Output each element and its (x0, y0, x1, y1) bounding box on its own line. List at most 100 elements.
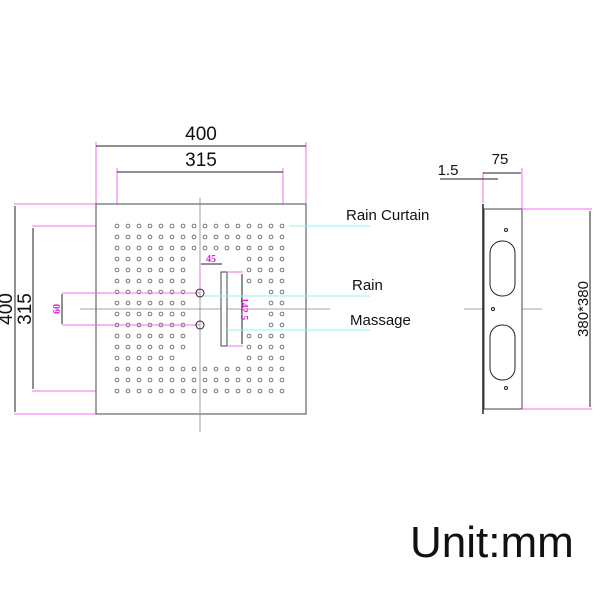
nozzle (224, 366, 230, 372)
nozzle (136, 377, 142, 383)
nozzle (180, 311, 186, 317)
nozzle (279, 223, 285, 229)
nozzle (147, 355, 153, 361)
nozzle (268, 256, 274, 262)
nozzle (279, 278, 285, 284)
nozzle (169, 223, 175, 229)
nozzle (246, 278, 252, 284)
nozzle (158, 311, 164, 317)
nozzle (114, 223, 120, 229)
nozzle (268, 322, 274, 328)
nozzle (169, 300, 175, 306)
nozzle (279, 333, 285, 339)
nozzle (257, 377, 263, 383)
nozzle (125, 223, 131, 229)
nozzle (246, 388, 252, 394)
nozzle (279, 355, 285, 361)
nozzle (213, 366, 219, 372)
nozzle (114, 300, 120, 306)
nozzle (180, 344, 186, 350)
nozzle (279, 366, 285, 372)
nozzle (268, 366, 274, 372)
height-400-dimension: 400 (0, 203, 96, 415)
nozzle (268, 388, 274, 394)
nozzle (180, 377, 186, 383)
width-400-dimension: 400 (95, 124, 307, 204)
nozzle (191, 234, 197, 240)
nozzle (235, 388, 241, 394)
nozzle (257, 388, 263, 394)
nozzle (158, 377, 164, 383)
nozzle (158, 344, 164, 350)
nozzle (235, 234, 241, 240)
nozzle (136, 278, 142, 284)
nozzle (136, 234, 142, 240)
nozzle (136, 256, 142, 262)
nozzle (158, 333, 164, 339)
label-rain-curtain: Rain Curtain (346, 207, 429, 224)
nozzle (125, 234, 131, 240)
nozzle (202, 377, 208, 383)
nozzle (114, 311, 120, 317)
nozzle (268, 333, 274, 339)
nozzle (268, 377, 274, 383)
nozzle (180, 278, 186, 284)
nozzle (114, 366, 120, 372)
nozzle-grid (114, 223, 285, 394)
nozzle (169, 278, 175, 284)
nozzle (279, 289, 285, 295)
nozzle (279, 311, 285, 317)
nozzle (268, 234, 274, 240)
nozzle (279, 377, 285, 383)
side-oval-top (489, 240, 516, 297)
side-view: 75 1.5 380*380 (438, 151, 592, 414)
nozzle (125, 366, 131, 372)
nozzle (136, 355, 142, 361)
nozzle (136, 223, 142, 229)
nozzle (213, 245, 219, 251)
nozzle (136, 388, 142, 394)
nozzle (268, 267, 274, 273)
nozzle (125, 388, 131, 394)
dim-380x380: 380*380 (575, 281, 592, 337)
dim-315-left: 315 (15, 293, 36, 325)
nozzle (147, 289, 153, 295)
nozzle (246, 333, 252, 339)
nozzle (136, 300, 142, 306)
nozzle (136, 267, 142, 273)
nozzle (257, 223, 263, 229)
nozzle (114, 267, 120, 273)
nozzle (169, 355, 175, 361)
nozzle (147, 267, 153, 273)
nozzle (136, 245, 142, 251)
nozzle (169, 234, 175, 240)
nozzle (268, 245, 274, 251)
nozzle (180, 223, 186, 229)
nozzle (125, 289, 131, 295)
dim-60: 60 (52, 304, 63, 314)
nozzle (114, 256, 120, 262)
nozzle (213, 234, 219, 240)
nozzle (158, 388, 164, 394)
nozzle (257, 333, 263, 339)
label-rain: Rain (352, 277, 383, 294)
nozzle (257, 355, 263, 361)
label-massage: Massage (350, 312, 411, 329)
nozzle (169, 267, 175, 273)
nozzle (158, 366, 164, 372)
nozzle (191, 388, 197, 394)
nozzle (180, 267, 186, 273)
rain-spacing-dimension: 60 (52, 292, 200, 326)
dim-142-5: 142.5 (238, 298, 249, 321)
nozzle (213, 377, 219, 383)
nozzle (114, 289, 120, 295)
nozzle (147, 344, 153, 350)
nozzle (147, 300, 153, 306)
nozzle (213, 388, 219, 394)
nozzle (136, 311, 142, 317)
nozzle (136, 366, 142, 372)
massage-outlet (195, 320, 205, 330)
nozzle (180, 245, 186, 251)
nozzle (147, 311, 153, 317)
